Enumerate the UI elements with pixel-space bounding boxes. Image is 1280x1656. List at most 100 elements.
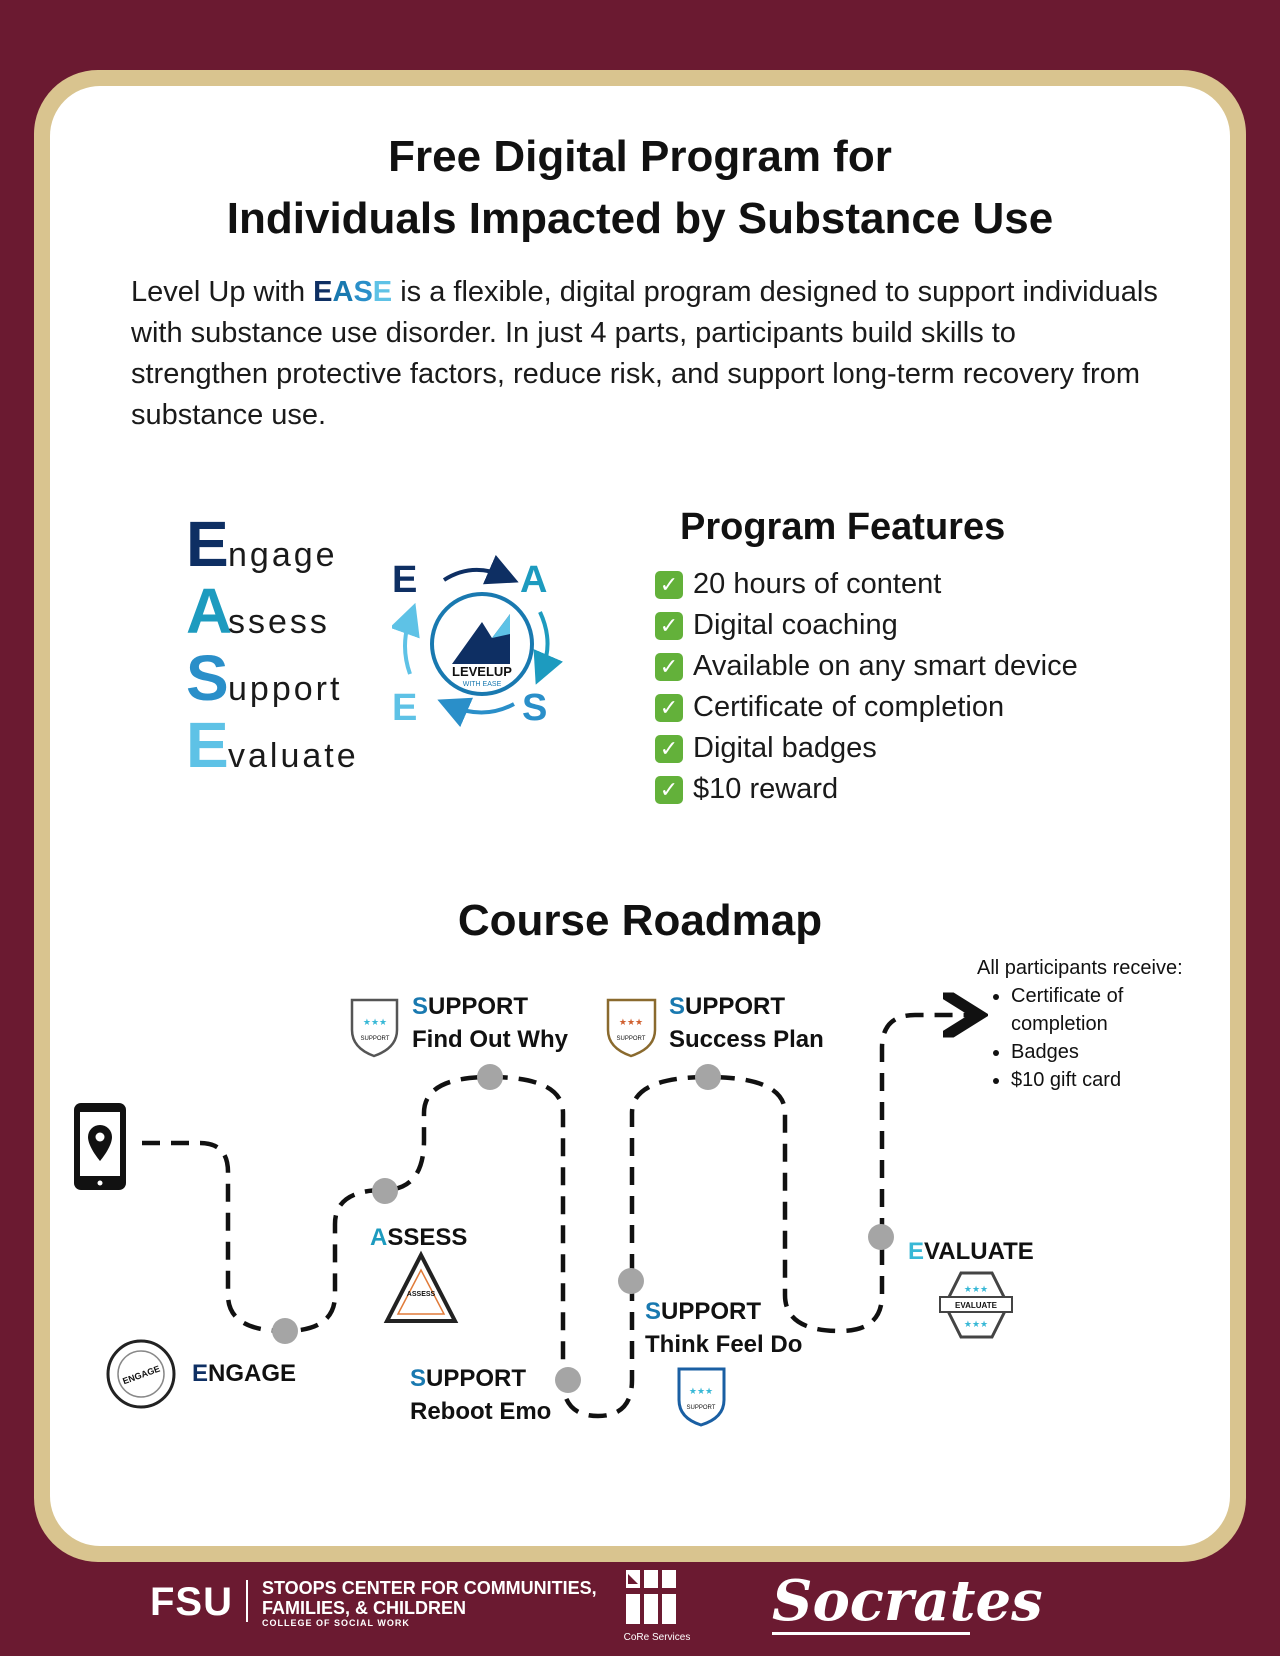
receive-list: Certificate of completion Badges $10 gif… — [977, 982, 1183, 1094]
core-services-logo-icon — [622, 1570, 684, 1624]
stage-label-engage: ENGAGE — [192, 1357, 296, 1390]
mountain-highlight — [492, 614, 510, 638]
think-feel-do-badge-icon: SUPPORT ★★★ — [677, 1367, 726, 1427]
checkmark-icon: ✓ — [655, 693, 683, 722]
evaluate-badge-icon: EVALUATE ★★★ ★★★ — [939, 1271, 1013, 1339]
checkmark-icon: ✓ — [655, 775, 683, 804]
feature-label: Digital badges — [693, 732, 877, 764]
intro-paragraph: Level Up with EASE is a flexible, digita… — [131, 272, 1161, 436]
phone-location-icon — [74, 1103, 126, 1190]
acronym-engage: Engage — [186, 512, 359, 581]
stoops-line-3: COLLEGE OF SOCIAL WORK — [262, 1618, 410, 1628]
feature-label: Available on any smart device — [693, 650, 1078, 682]
cycle-letter-e: E — [392, 559, 417, 601]
socrates-underline — [772, 1632, 970, 1635]
roadmap-path — [142, 1015, 970, 1419]
feature-label: Digital coaching — [693, 609, 898, 641]
receive-heading: All participants receive: — [977, 957, 1183, 979]
cycle-letter-e2: E — [392, 687, 417, 729]
title-line-2: Individuals Impacted by Substance Use — [226, 194, 1054, 243]
stage-word: UPPORT — [428, 993, 529, 1020]
feature-item: ✓ Certificate of completion — [655, 687, 1078, 728]
acronym-word: valuate — [228, 737, 359, 775]
feature-label: 20 hours of content — [693, 568, 942, 600]
stage-initial: S — [645, 1298, 662, 1325]
footer-divider — [246, 1580, 248, 1622]
acronym-assess: Assess — [186, 579, 359, 648]
fsu-logo: FSU — [150, 1580, 233, 1624]
intro-prefix: Level Up with — [131, 276, 314, 308]
feature-item: ✓ 20 hours of content — [655, 564, 1078, 605]
receive-item: Certificate of completion — [1011, 982, 1141, 1038]
stoops-center-logo: STOOPS CENTER FOR COMMUNITIES, FAMILIES,… — [262, 1578, 597, 1628]
find-out-why-badge-icon: SUPPORT ★★★ — [350, 998, 399, 1058]
engage-badge-icon: ENGAGE — [106, 1339, 176, 1409]
feature-item: ✓Available on any smart device — [655, 646, 1078, 687]
receive-item: Badges — [1011, 1038, 1183, 1066]
cycle-logo-line1: LEVELUP — [452, 664, 512, 679]
stage-subtitle: Reboot Emo — [410, 1398, 552, 1425]
cycle-arrow-right — [533, 611, 564, 685]
waypoint-engage — [272, 1318, 298, 1344]
feature-label: Certificate of completion — [693, 691, 1005, 723]
acronym-letter: E — [186, 709, 229, 781]
acronym-word: ssess — [228, 603, 330, 641]
success-plan-badge-text: SUPPORT — [617, 1036, 646, 1042]
title-line-1: Free Digital Program for — [388, 132, 892, 181]
stage-initial: E — [908, 1238, 925, 1265]
waypoint-evaluate — [868, 1224, 894, 1250]
socrates-logo: Socrates — [772, 1568, 1043, 1634]
acronym-word: ngage — [228, 536, 338, 574]
stage-word: UPPORT — [685, 993, 786, 1020]
cycle-logo-line2: WITH EASE — [463, 681, 502, 688]
acronym-letter: S — [186, 642, 229, 714]
waypoint-reboot-emo — [555, 1367, 581, 1393]
stage-label-evaluate: EVALUATE — [908, 1235, 1034, 1268]
stage-subtitle: Success Plan — [669, 1026, 824, 1053]
stage-initial: S — [412, 993, 429, 1020]
feature-item: ✓ $10 reward — [655, 769, 1078, 810]
stage-label-reboot-emo: SUPPORT Reboot Emo — [410, 1362, 551, 1428]
stage-initial: A — [370, 1224, 388, 1251]
badge-stars-icon: ★★★ — [964, 1285, 988, 1295]
stage-word: NGAGE — [208, 1360, 297, 1387]
acronym-evaluate: Evaluate — [186, 709, 359, 782]
badge-stars-icon: ★★★ — [689, 1387, 713, 1397]
stage-word: UPPORT — [426, 1365, 527, 1392]
level-up-mountain-icon — [452, 614, 510, 664]
stage-initial: E — [192, 1360, 209, 1387]
badge-stars-icon: ★★★ — [964, 1320, 988, 1330]
ease-cycle-logo: LEVELUP WITH EASE E A S E — [392, 554, 564, 729]
brand-letter-a: A — [332, 276, 354, 308]
waypoint-find-out-why — [477, 1064, 503, 1090]
roadmap-title: Course Roadmap — [457, 896, 823, 945]
badge-stars-icon: ★★★ — [363, 1018, 387, 1028]
brand-letter-e: E — [313, 276, 333, 308]
stoops-line-2: FAMILIES, & CHILDREN — [262, 1598, 467, 1618]
brand-letter-e2: E — [372, 276, 393, 308]
find-out-why-badge-text: SUPPORT — [361, 1036, 390, 1042]
checkmark-icon: ✓ — [655, 734, 683, 763]
stage-subtitle: Think Feel Do — [645, 1331, 803, 1358]
feature-item: ✓ Digital badges — [655, 728, 1078, 769]
assess-badge-icon: ASSESS — [383, 1250, 459, 1323]
waypoint-assess — [372, 1178, 398, 1204]
features-list: ✓20 hours of content ✓Digital coaching ✓… — [655, 564, 1078, 810]
badge-stars-icon: ★★★ — [619, 1018, 643, 1028]
cycle-arrow-left — [392, 602, 420, 675]
feature-label: $10 reward — [693, 773, 839, 805]
feature-item: ✓Digital coaching — [655, 605, 1078, 646]
receive-item: $10 gift card — [1011, 1066, 1183, 1094]
stage-label-assess: ASSESS — [370, 1221, 467, 1254]
participants-receive: All participants receive: Certificate of… — [977, 954, 1183, 1094]
cycle-arrow-top — [442, 554, 519, 585]
stage-word: SSESS — [387, 1224, 468, 1251]
checkmark-icon: ✓ — [655, 570, 683, 599]
stage-subtitle: Find Out Why — [412, 1026, 568, 1053]
acronym-support: Support — [186, 642, 359, 715]
acronym-word: upport — [228, 670, 343, 708]
brand-letter-s: S — [353, 276, 373, 308]
cycle-arrow-bottom — [437, 697, 515, 728]
stage-word: UPPORT — [661, 1298, 762, 1325]
